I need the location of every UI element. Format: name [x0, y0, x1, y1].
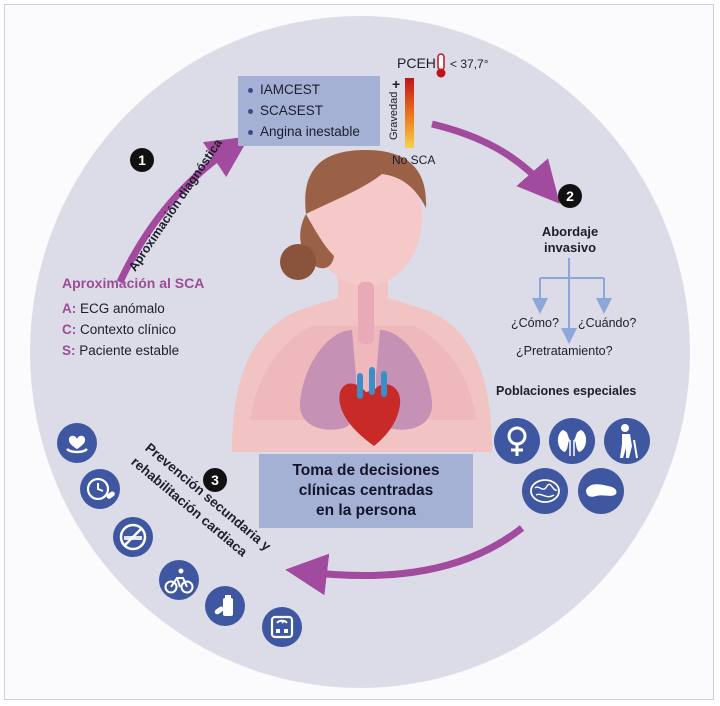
- temperature-threshold: < 37,7°: [450, 57, 489, 71]
- center-line2: clínicas centradas: [298, 482, 434, 499]
- center-line3: en la persona: [316, 502, 416, 519]
- pceh-label: PCEH: [397, 55, 436, 71]
- heart-hands-icon: [57, 423, 97, 463]
- diagnosis-item-scasest: SCASEST: [247, 103, 324, 118]
- medication-icon: [205, 586, 245, 626]
- invasive-title-line2: invasivo: [543, 240, 597, 255]
- acronym-s-text: Paciente estable: [79, 343, 180, 358]
- person-centered-decisions-box: Toma de decisiones clínicas centradas en…: [259, 454, 473, 528]
- female-icon: [494, 418, 540, 464]
- no-smoking-icon: [113, 517, 153, 557]
- acronym-a: A: ECG anómalo: [62, 301, 165, 316]
- person-illustration: [232, 150, 492, 452]
- invasive-title-line1: Abordaje: [541, 224, 599, 239]
- acronym-a-letter: A:: [62, 301, 77, 316]
- clock-pill-icon: [80, 469, 120, 509]
- cycling-icon: [159, 560, 199, 600]
- no-sca-label: No SCA: [392, 153, 436, 167]
- acronym-s-letter: S:: [62, 343, 76, 358]
- scale-icon: [262, 607, 302, 647]
- question-how: ¿Cómo?: [511, 316, 559, 330]
- diagnosis-item-angina: Angina inestable: [248, 124, 360, 139]
- severity-gradient-bar: [405, 78, 414, 148]
- center-line1: Toma de decisiones: [292, 462, 440, 479]
- step1-badge: 1: [130, 148, 154, 172]
- acronym-c: C: Contexto clínico: [62, 322, 176, 337]
- acronym-a-text: ECG anómalo: [80, 301, 165, 316]
- arrow-step2: [431, 120, 560, 204]
- pancreas-icon: [578, 468, 624, 514]
- diagnosis-item-iamcest: IAMCEST: [247, 82, 321, 97]
- step2-badge: 2: [558, 184, 582, 208]
- sca-approach-title: Aproximación al SCA: [62, 275, 205, 291]
- brain-icon: [522, 468, 568, 514]
- acronym-s: S: Paciente estable: [62, 343, 179, 358]
- arrow-step1: [116, 136, 250, 284]
- elderly-icon: [604, 418, 650, 464]
- question-pretreatment: ¿Pretratamiento?: [516, 344, 613, 358]
- arrow-step3: [285, 525, 525, 596]
- diagnosis-box: IAMCEST SCASEST Angina inestable: [238, 76, 380, 146]
- acronym-c-letter: C:: [62, 322, 77, 337]
- step3-badge: 3: [203, 468, 227, 492]
- invasive-tree: [532, 258, 612, 344]
- special-populations-title: Poblaciones especiales: [496, 384, 637, 398]
- kidney-icon: [549, 418, 595, 464]
- acronym-c-text: Contexto clínico: [80, 322, 177, 337]
- question-when: ¿Cuándo?: [578, 316, 637, 330]
- thermometer-icon: [436, 53, 446, 78]
- severity-plus: +: [392, 76, 401, 92]
- severity-label: Gravedad: [388, 91, 400, 140]
